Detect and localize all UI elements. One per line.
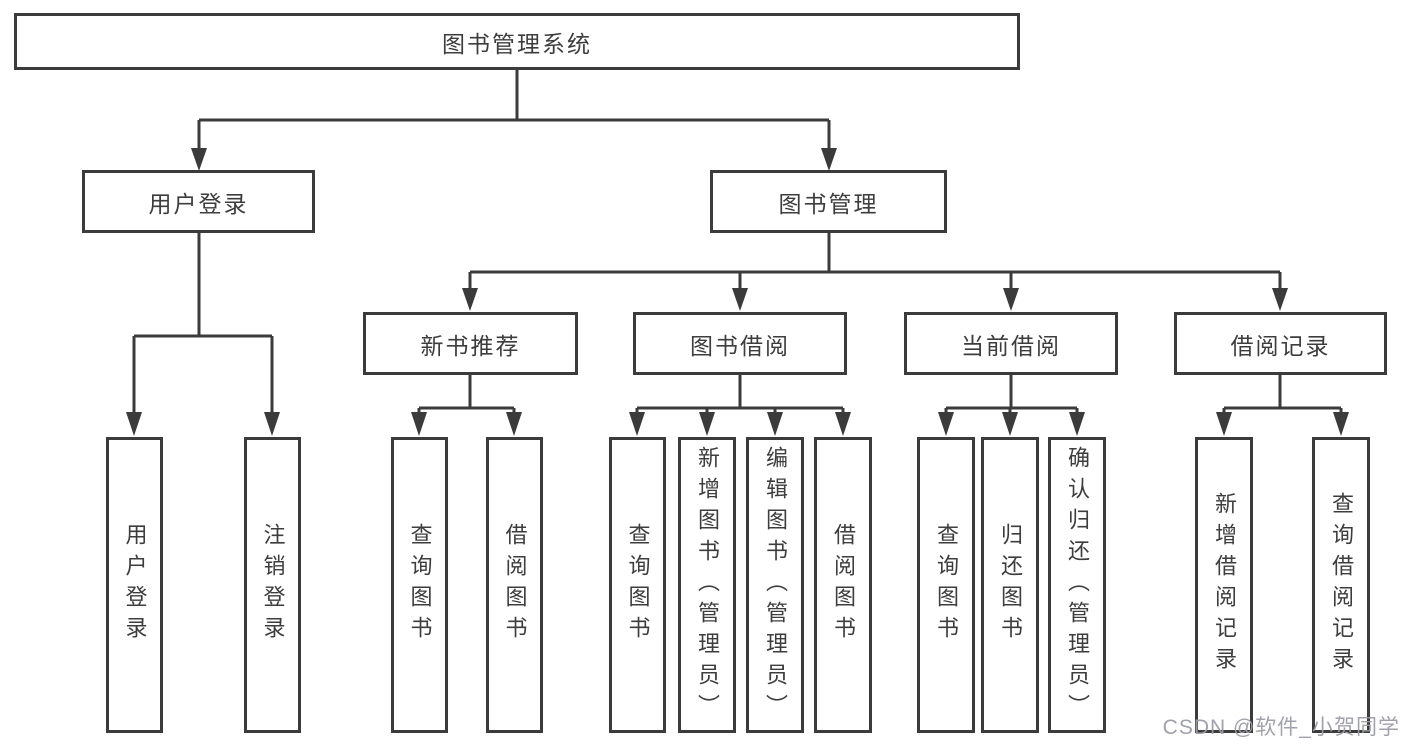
- node-label: 查询图书: [625, 523, 651, 647]
- node-borrowing-records: 借阅记录: [1174, 312, 1387, 375]
- node-label: 注销登录: [260, 523, 286, 647]
- node-label: 当前借阅: [961, 332, 1061, 359]
- leaf-add-books-admin: 新增图书（管理员）: [678, 437, 736, 733]
- node-label: 查询图书: [934, 523, 959, 647]
- node-label: 用户登录: [122, 523, 148, 647]
- node-label: 查询图书: [407, 523, 433, 647]
- leaf-borrow-books-2: 借阅图书: [814, 437, 872, 733]
- leaf-query-books-1: 查询图书: [391, 437, 448, 733]
- node-label: 用户登录: [148, 190, 249, 217]
- node-label: 确认归还（管理员）: [1065, 445, 1090, 725]
- node-new-book-recommend: 新书推荐: [363, 312, 578, 375]
- leaf-confirm-return-admin: 确认归还（管理员）: [1048, 437, 1106, 733]
- node-label: 图书管理系统: [442, 30, 592, 57]
- node-book-management: 图书管理: [710, 170, 947, 233]
- leaf-edit-books-admin: 编辑图书（管理员）: [746, 437, 804, 733]
- node-book-borrowing: 图书借阅: [633, 312, 847, 375]
- node-label: 借阅图书: [502, 523, 528, 647]
- node-label: 图书管理: [778, 190, 879, 217]
- leaf-query-books-2: 查询图书: [609, 437, 666, 733]
- node-label: 编辑图书（管理员）: [763, 445, 788, 725]
- node-label: 归还图书: [998, 523, 1023, 647]
- node-user-login: 用户登录: [82, 170, 315, 233]
- node-label: 查询借阅记录: [1329, 492, 1354, 678]
- leaf-query-borrow-record: 查询借阅记录: [1312, 437, 1370, 733]
- node-library-management-system: 图书管理系统: [14, 13, 1020, 70]
- node-label: 新增借阅记录: [1212, 492, 1237, 678]
- node-label: 借阅记录: [1230, 332, 1331, 359]
- leaf-query-books-3: 查询图书: [917, 437, 975, 733]
- node-current-borrowing: 当前借阅: [904, 312, 1118, 375]
- arrowheads: [126, 148, 1349, 436]
- leaf-user-login: 用户登录: [106, 437, 163, 733]
- leaf-borrow-books-1: 借阅图书: [486, 437, 543, 733]
- node-label: 新增图书（管理员）: [695, 445, 720, 725]
- node-label: 图书借阅: [690, 332, 790, 359]
- node-label: 新书推荐: [420, 332, 521, 359]
- leaf-add-borrow-record: 新增借阅记录: [1195, 437, 1253, 733]
- leaf-logout: 注销登录: [244, 437, 301, 733]
- node-label: 借阅图书: [831, 523, 856, 647]
- leaf-return-books: 归还图书: [981, 437, 1039, 733]
- csdn-watermark: CSDN @软件_小贺同学: [1162, 716, 1400, 739]
